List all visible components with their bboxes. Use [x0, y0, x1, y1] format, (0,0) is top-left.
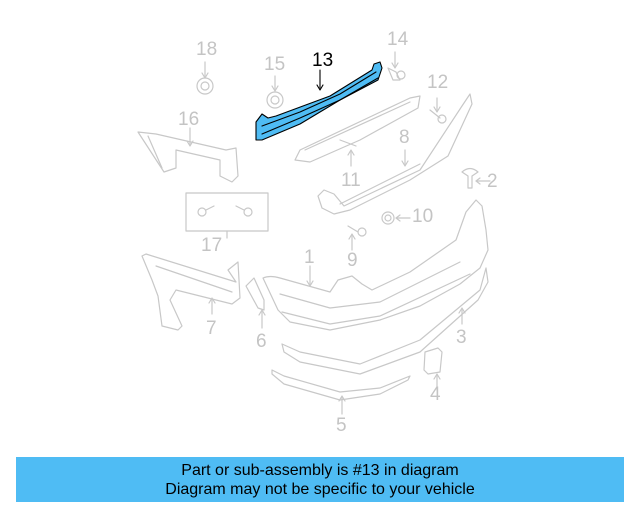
callout-1: 1	[304, 247, 315, 268]
callout-5: 5	[336, 415, 347, 436]
banner-line-2: Diagram may not be specific to your vehi…	[165, 480, 475, 498]
callout-3: 3	[456, 327, 467, 348]
callout-8: 8	[399, 127, 410, 148]
callout-9: 9	[347, 250, 358, 271]
callout-12: 12	[427, 72, 449, 93]
callout-16: 16	[178, 109, 200, 130]
callout-15: 15	[264, 54, 286, 75]
part-4-cap	[423, 347, 443, 391]
info-banner: Part or sub-assembly is #13 in diagram D…	[16, 457, 624, 502]
part-3-valance	[281, 267, 489, 375]
part-6-bracket	[245, 277, 266, 329]
part-13-reinforcement[interactable]	[255, 61, 383, 141]
part-16-bracket	[137, 127, 239, 183]
callout-6: 6	[256, 331, 267, 352]
callout-18: 18	[196, 39, 218, 60]
part-10-nut	[381, 211, 411, 225]
part-12-bolt	[429, 97, 447, 124]
part-2-pin	[461, 167, 491, 189]
callout-7: 7	[206, 318, 217, 339]
part-1-bumper-cover	[262, 199, 489, 331]
banner-line-1: Part or sub-assembly is #13 in diagram	[181, 461, 459, 479]
part-9-bolt	[347, 225, 367, 251]
part-5-strip	[271, 369, 411, 415]
part-15-clip	[266, 75, 284, 109]
callout-2: 2	[487, 171, 498, 192]
part-17-bolt-kit	[185, 192, 269, 239]
part-14-bolt	[387, 51, 406, 81]
part-11-absorber	[294, 95, 421, 167]
callout-17: 17	[201, 235, 223, 256]
callout-4: 4	[430, 384, 441, 405]
part-18-clip	[196, 61, 214, 95]
callout-14: 14	[387, 29, 409, 50]
callout-13[interactable]: 13	[312, 50, 334, 71]
part-7-bracket	[141, 253, 241, 331]
part-8-rail	[317, 93, 473, 215]
callout-11: 11	[341, 170, 361, 191]
callout-10: 10	[412, 206, 434, 227]
